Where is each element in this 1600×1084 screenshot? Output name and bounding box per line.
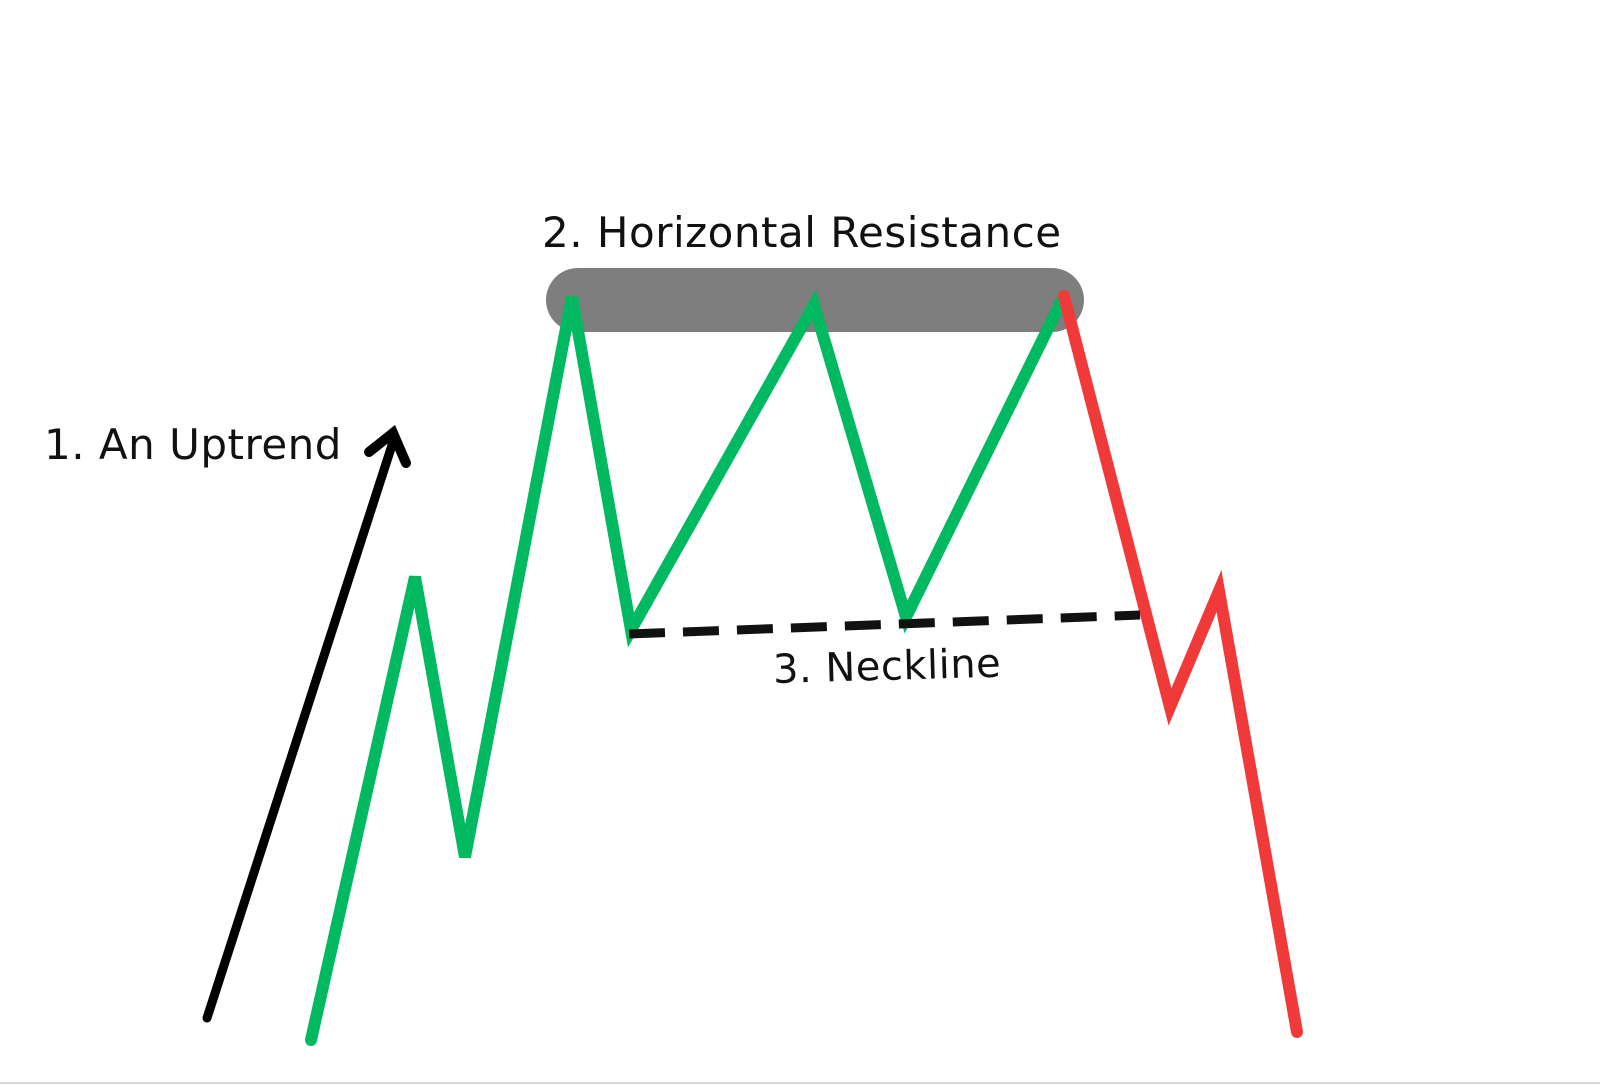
- price-path-bearish: [1058, 290, 1303, 1038]
- neckline-label: 3. Neckline: [772, 640, 1002, 693]
- price-path-bullish: [305, 289, 1070, 1046]
- neckline-dashed: [628, 610, 1141, 639]
- horizontal-resistance-label: 2. Horizontal Resistance: [542, 208, 1062, 257]
- bottom-divider: [0, 1082, 1600, 1084]
- uptrend-label: 1. An Uptrend: [44, 420, 342, 469]
- arrow-up-right-icon: [202, 425, 411, 1023]
